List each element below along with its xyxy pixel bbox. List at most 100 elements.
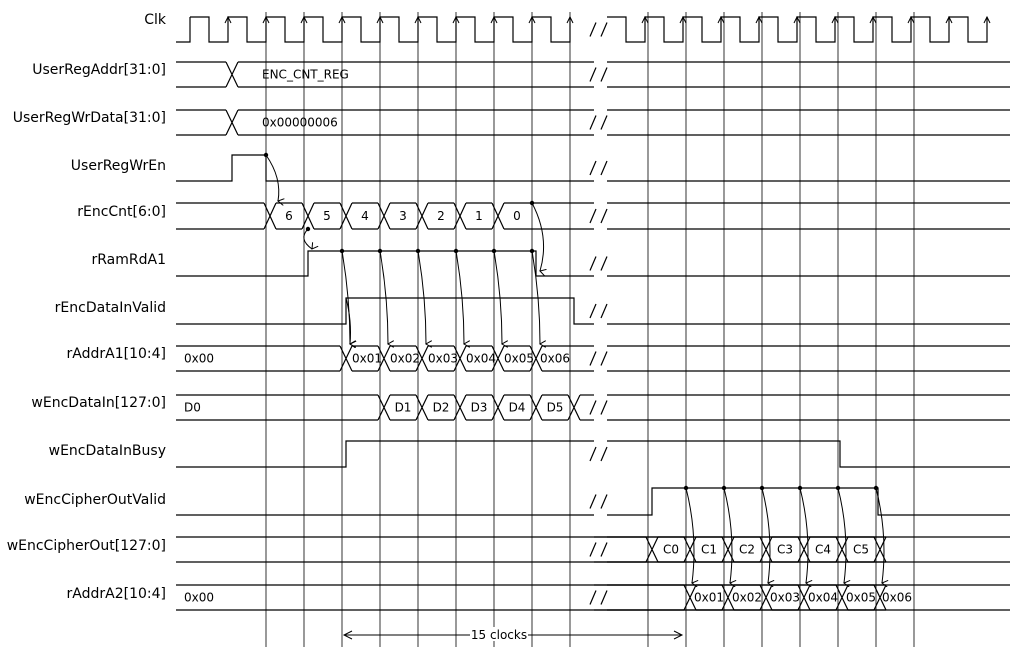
bus-value: C4 [815,543,831,557]
bus-transition [797,584,811,611]
causality-arrow [761,487,770,583]
bus-value: 0x03 [428,352,458,366]
bus-transition [301,202,315,230]
bus-transition [491,345,505,372]
bus-value: ENC_CNT_REG [262,68,349,82]
duration-label: 15 clocks [471,628,527,642]
bus-value: C0 [663,543,679,557]
bus-transition [377,202,391,230]
bit-trace [176,154,594,182]
w-enc-cipher-out-valid-wave [176,487,1010,516]
bus-transition [377,345,391,372]
bus-transition [453,202,467,230]
bus-transition [453,394,467,421]
time-break-mark [589,400,608,415]
causality-arrow [723,487,732,583]
bus-value: 0x05 [504,352,534,366]
causality-arrows [263,152,884,583]
r-addr-a1-wave [176,345,1010,372]
causality-arrow [493,250,502,344]
bus-transition [339,202,353,230]
label-backdrop [470,627,528,641]
time-break-mark [589,542,608,557]
causality-arrow [379,250,388,344]
bus-value: 0x06 [882,591,912,605]
bus-value: 0x00000006 [262,116,338,130]
bit-trace [607,487,1010,516]
signal-label: rEncCnt[6:0] [77,204,166,220]
bus-transition [453,345,467,372]
signal-label: Clk [144,12,167,28]
r-enc-data-in-valid-wave [176,297,1010,325]
signal-label: UserRegWrEn [71,158,166,174]
causality-arrow [455,250,464,344]
causality-arrow [531,250,540,344]
bus-value: 0x01 [352,352,382,366]
signal-label: rAddrA1[10:4] [67,346,166,362]
time-break-mark [589,351,608,366]
bus-transition [415,345,429,372]
causality-arrow [341,250,350,344]
bus-transition [529,345,543,372]
bus-transition [225,109,239,136]
bus-value: 4 [361,209,369,223]
causality-arrow [265,154,279,201]
r-enc-cnt-wave [176,202,1010,230]
bus-transition [225,61,239,88]
bus-transition [683,584,697,611]
signal-label: wEncDataInBusy [49,443,166,459]
user-reg-wr-data-wave [176,109,1010,136]
bus-transition [263,202,277,230]
bus-transition [415,394,429,421]
causality-arrow [685,487,694,583]
causality-arrow [837,487,846,583]
causality-arrow [345,297,351,344]
bit-trace [607,440,1010,468]
bus-value: C5 [853,543,869,557]
duration-annotation: 15 clocks [342,627,684,642]
bus-value: 2 [437,209,445,223]
bus-value: C1 [701,543,717,557]
bus-value: 0x00 [184,352,214,366]
bit-trace [176,297,594,325]
bus-value: 0x00 [184,591,214,605]
w-enc-data-in-busy-wave [176,440,1010,468]
bus-transition [721,584,735,611]
bus-value: D0 [184,401,201,415]
bit-trace [176,440,594,468]
signal-label: rEncDataInValid [55,300,166,316]
user-reg-addr-wave [176,61,1010,88]
bus-value: 0x04 [808,591,838,605]
bus-transition [415,202,429,230]
bus-value: 0x02 [390,352,420,366]
time-break-mark [589,67,608,82]
bus-value: 0x02 [732,591,762,605]
bus-value: 5 [323,209,331,223]
signal-label: rRamRdA1 [92,252,167,268]
time-break-mark [589,446,608,462]
clock-trace [176,17,191,43]
bus-transition [339,345,353,372]
bus-transition [835,584,849,611]
time-break-mark [589,22,608,37]
bus-transition [759,584,773,611]
bus-value: C2 [739,543,755,557]
causality-arrow [531,202,544,271]
bus-transition [491,202,505,230]
time-break-mark [589,303,608,319]
causality-arrow [799,487,808,583]
bus-transition [491,394,505,421]
bus-value: D1 [395,401,412,415]
bus-value: 0x05 [846,591,876,605]
bit-trace [176,250,594,277]
bus-value: 0x01 [694,591,724,605]
signal-label: UserRegWrData[31:0] [13,110,166,126]
bus-value: D4 [509,401,526,415]
bus-value: 0x06 [540,352,570,366]
time-break-mark [589,256,608,271]
bus-transition [377,394,391,421]
bus-value: 3 [399,209,407,223]
signal-label: rAddrA2[10:4] [67,586,166,602]
